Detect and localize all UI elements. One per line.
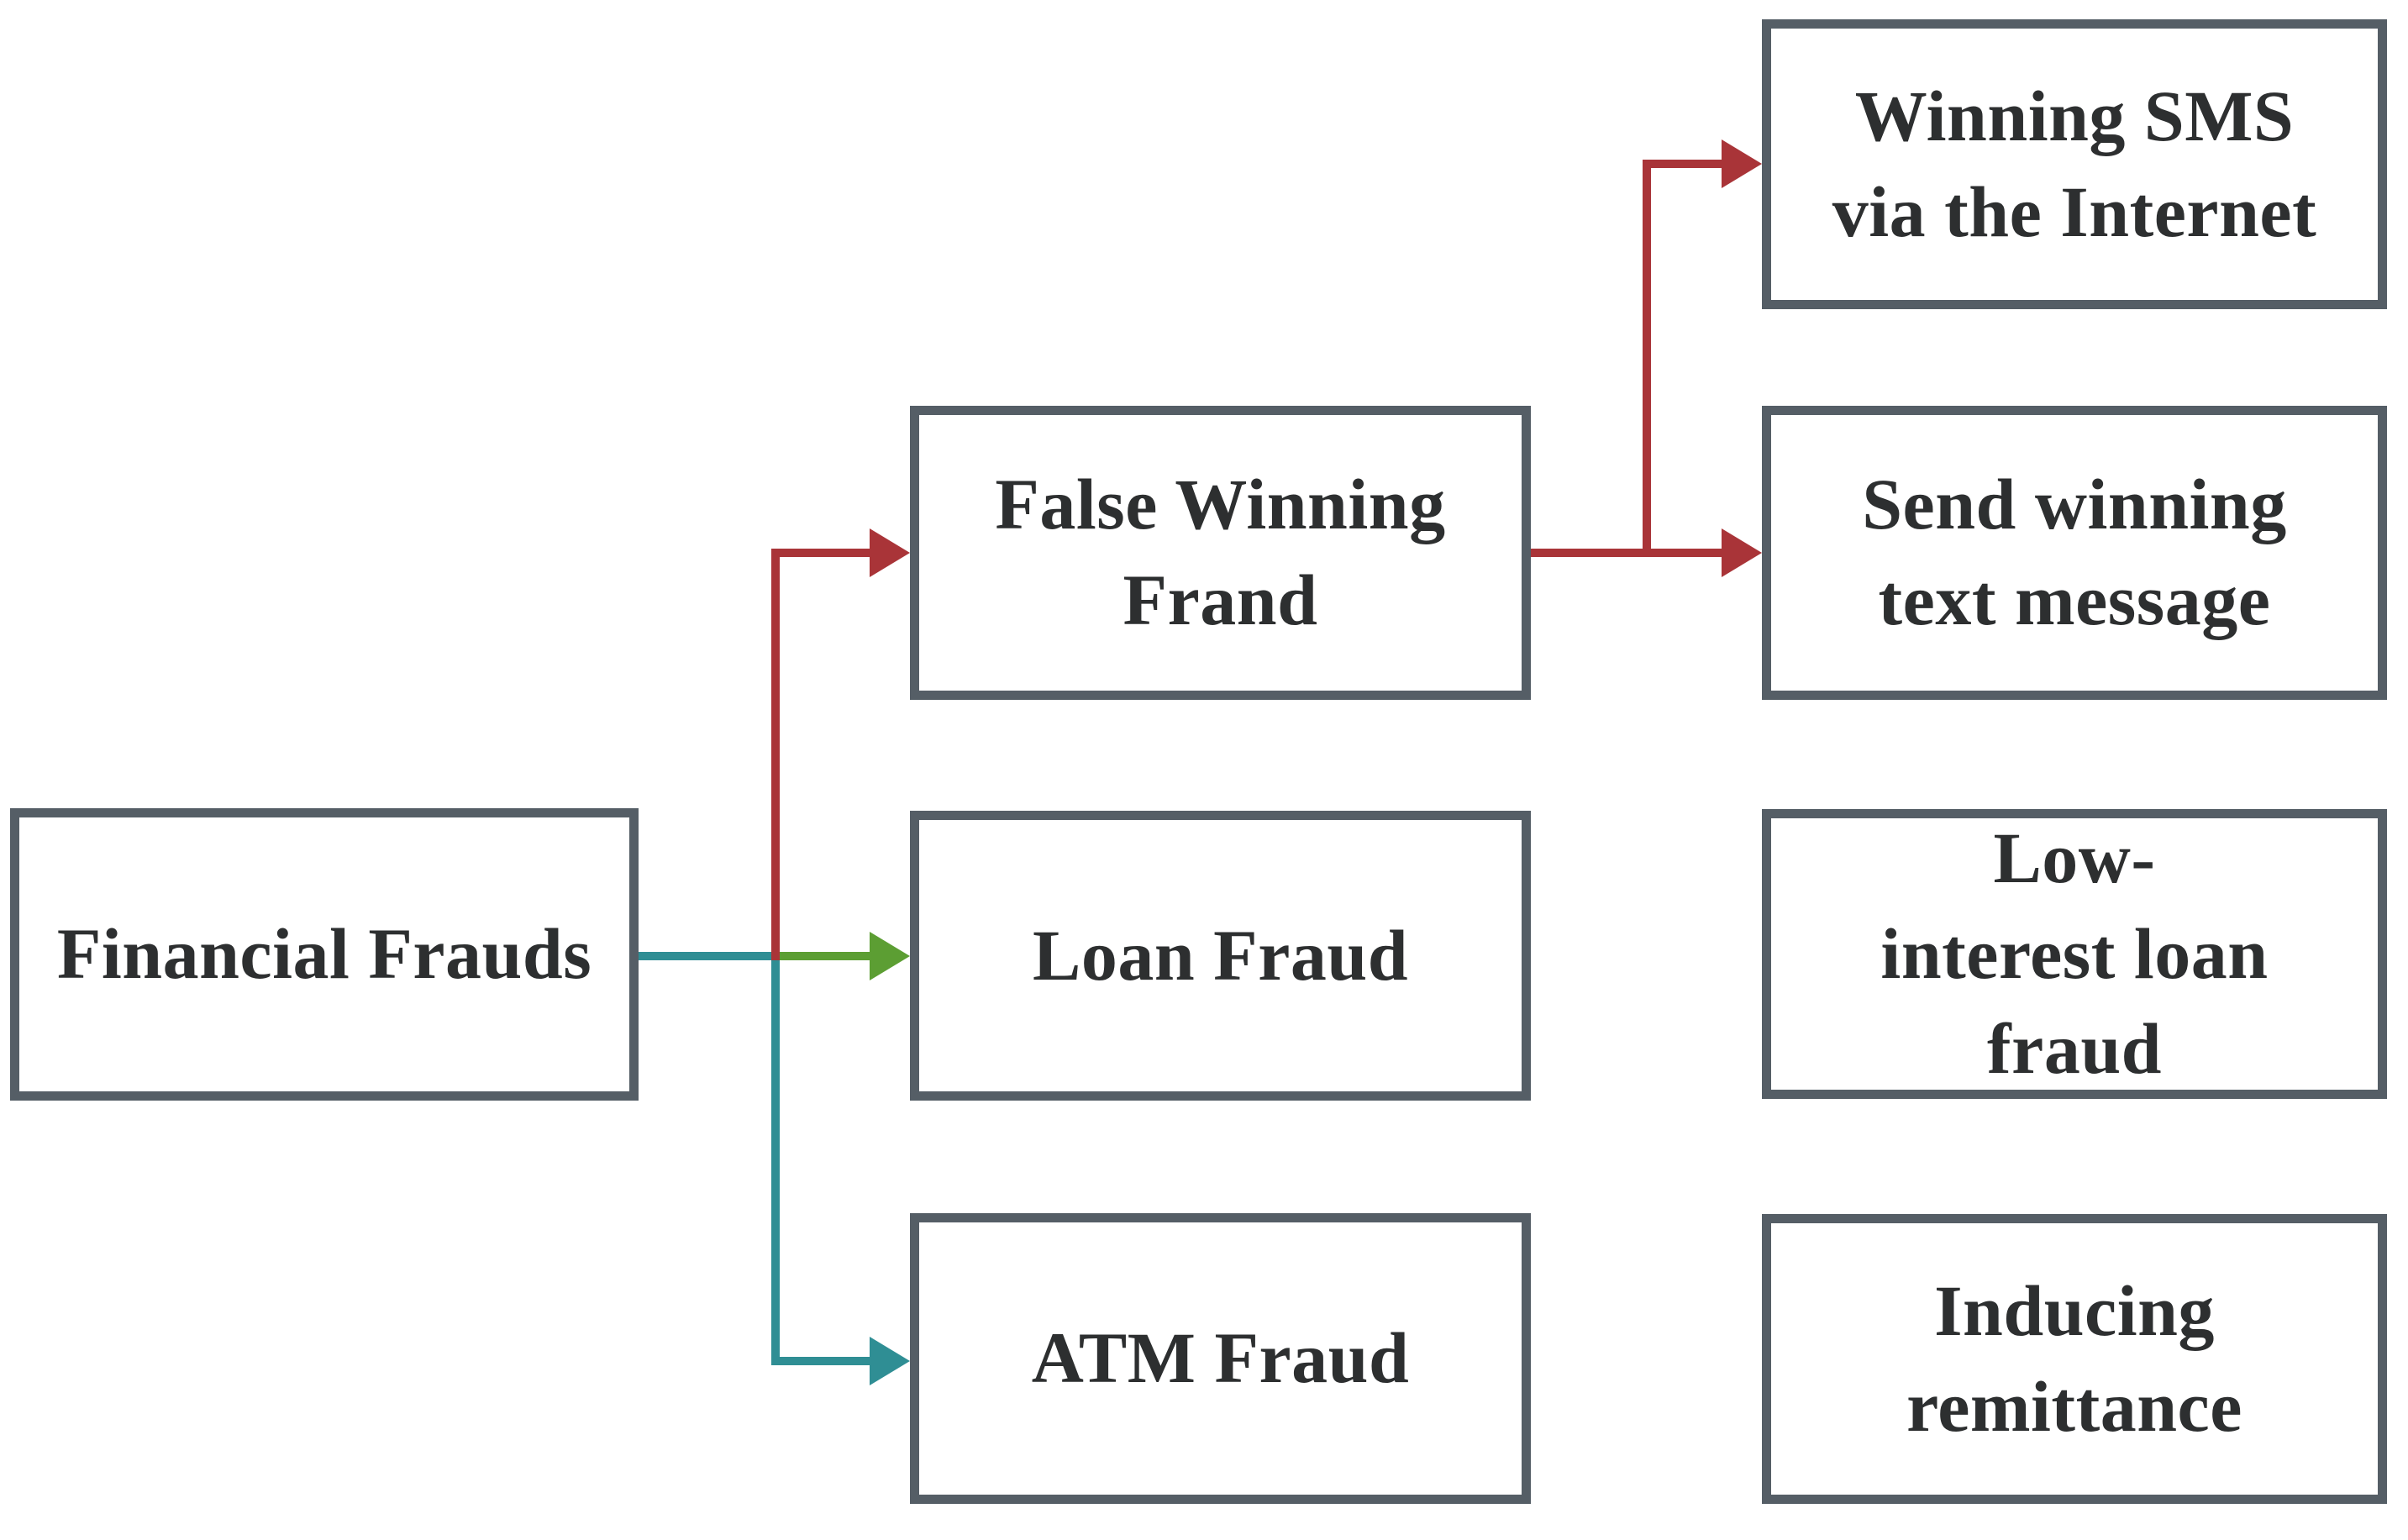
- edge-to-atm-fraud-horizontal-segment: [771, 1357, 870, 1365]
- node-inducing-remittance: Inducing remittance: [1762, 1214, 2387, 1504]
- node-false-winning-fraud-label: False Winning Frand: [995, 464, 1446, 640]
- node-low-interest-loan-label: Low- interest loan fraud: [1880, 817, 2269, 1090]
- edge-to-send-winning-segment: [1531, 549, 1722, 557]
- arrowhead-to-loan-fraud-icon: [870, 932, 910, 980]
- node-financial-frauds-label: Financial Frauds: [56, 913, 592, 995]
- node-financial-frauds: Financial Frauds: [10, 808, 639, 1101]
- node-send-winning-text-label: Send winning text message: [1862, 464, 2287, 640]
- node-atm-fraud: ATM Fraud: [910, 1213, 1531, 1504]
- node-send-winning-text: Send winning text message: [1762, 406, 2387, 700]
- arrowhead-to-atm-fraud-icon: [870, 1337, 910, 1385]
- arrowhead-to-false-winning-icon: [870, 528, 910, 577]
- edge-to-loan-fraud-segment: [780, 952, 870, 960]
- node-winning-sms-label: Winning SMS via the Internet: [1832, 75, 2317, 252]
- node-atm-fraud-label: ATM Fraud: [1031, 1317, 1410, 1399]
- node-winning-sms: Winning SMS via the Internet: [1762, 19, 2387, 309]
- arrowhead-to-winning-sms-icon: [1722, 139, 1762, 188]
- edge-to-winning-sms-horizontal-segment: [1643, 160, 1722, 168]
- node-loan-fraud-label: Loan Fraud: [1032, 914, 1409, 996]
- edge-to-false-winning-horizontal-segment: [771, 549, 870, 557]
- node-inducing-remittance-label: Inducing remittance: [1906, 1269, 2242, 1447]
- edge-to-atm-fraud-vertical-segment: [771, 960, 780, 1365]
- edge-to-winning-sms-vertical-segment: [1643, 160, 1651, 557]
- edge-to-false-winning-vertical-segment: [771, 549, 780, 960]
- node-loan-fraud: Loan Fraud: [910, 811, 1531, 1101]
- edge-financial-trunk-segment: [639, 952, 780, 960]
- node-false-winning-fraud: False Winning Frand: [910, 406, 1531, 700]
- node-low-interest-loan: Low- interest loan fraud: [1762, 809, 2387, 1099]
- arrowhead-to-send-winning-icon: [1722, 528, 1762, 577]
